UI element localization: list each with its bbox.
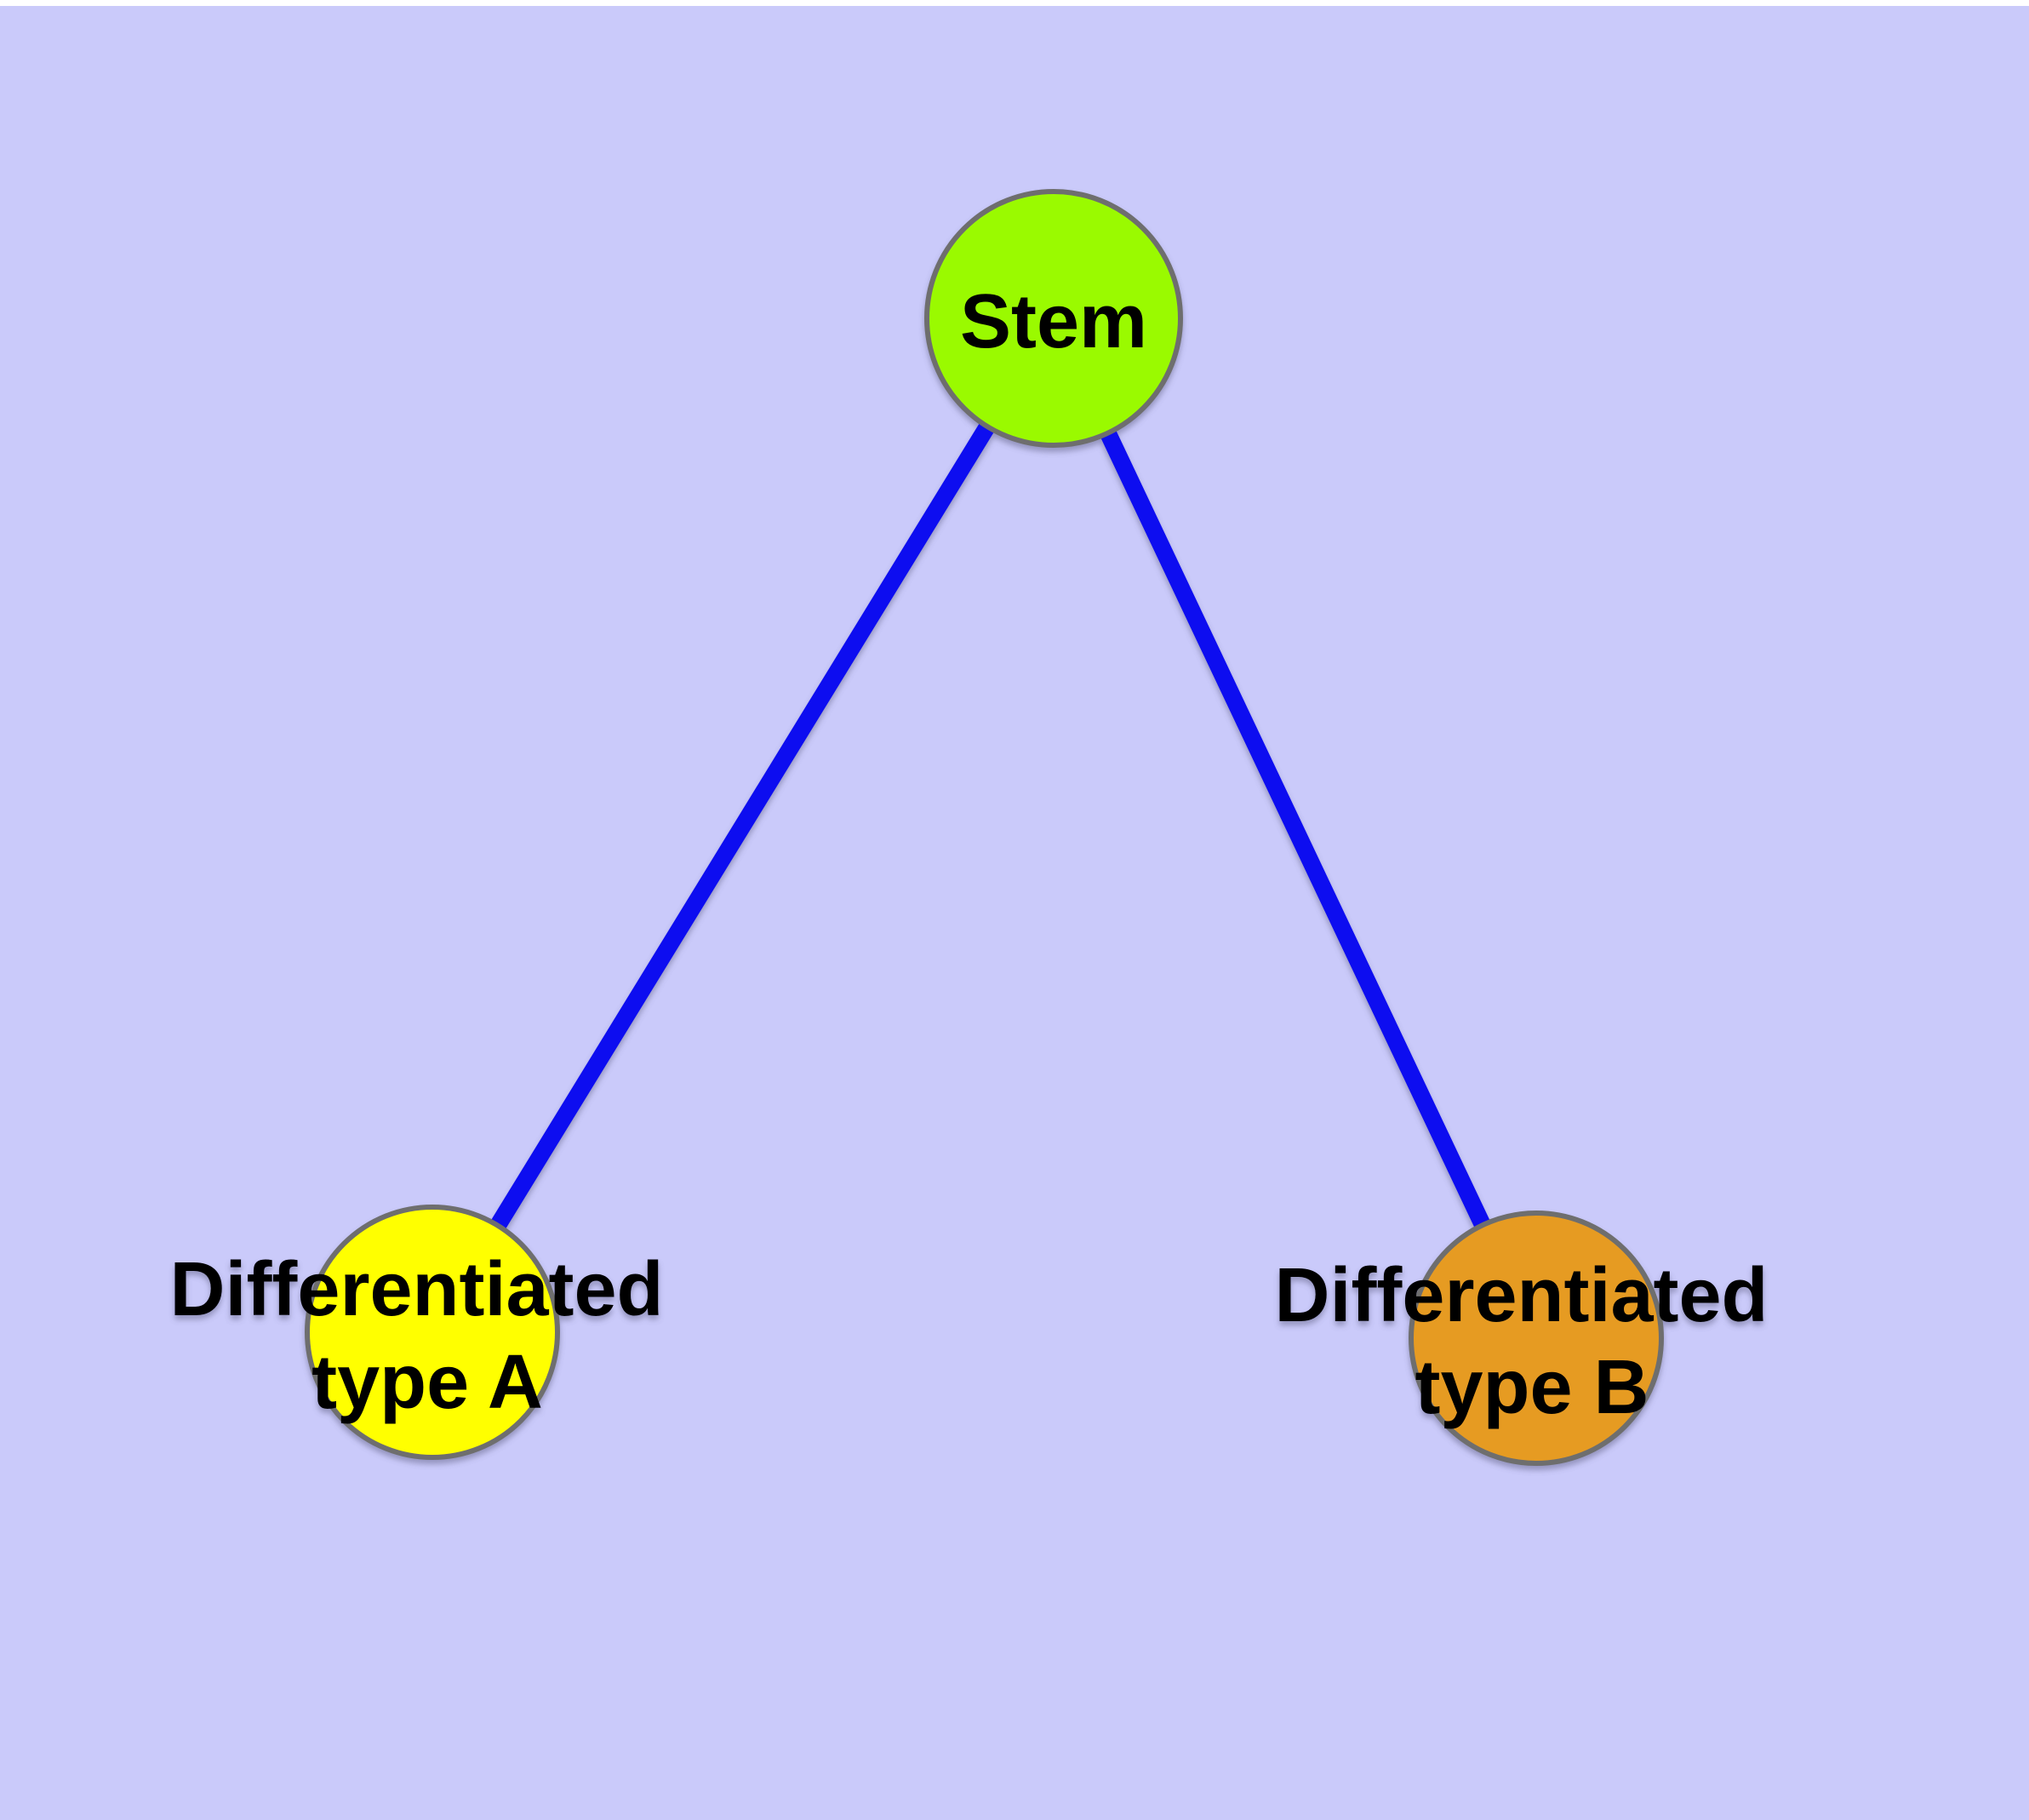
node-stem (924, 189, 1183, 448)
node-type-a-label-line2: type A (311, 1340, 543, 1425)
node-stem-label-line: Stem (960, 279, 1147, 364)
node-differentiated-type-b (1409, 1210, 1664, 1466)
graph-content: Stem Differentiated type A Differentiate… (169, 189, 1789, 1466)
node-type-b-label-line1: Differentiated (1274, 1253, 1768, 1338)
node-differentiated-type-a (305, 1205, 560, 1460)
edge-stem-to-type-b (1045, 314, 1545, 1342)
node-type-b-label-line2: type B (1415, 1345, 1649, 1430)
node-type-b-label: Differentiated type B (1274, 1253, 1789, 1430)
node-type-a-label: Differentiated type A (169, 1247, 684, 1425)
node-stem-label: Stem (960, 279, 1147, 364)
edge-stem-to-type-a (425, 313, 1061, 1337)
node-type-a-label-line1: Differentiated (169, 1247, 663, 1332)
